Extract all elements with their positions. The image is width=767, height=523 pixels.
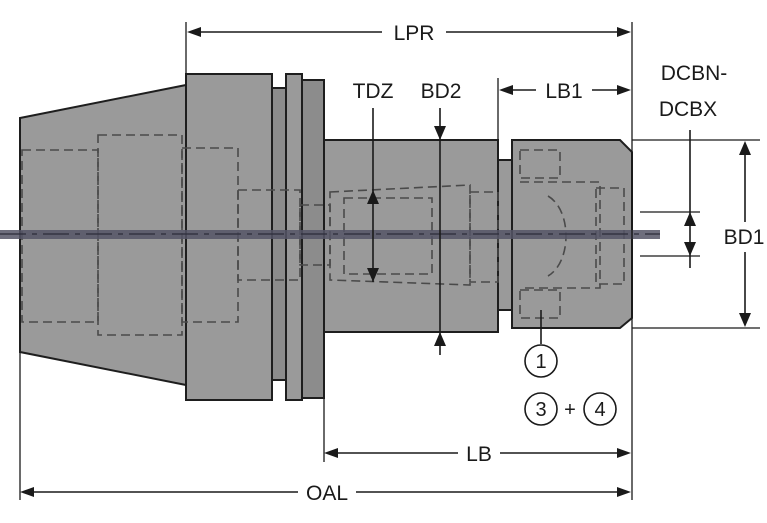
callout-item-3: 3 xyxy=(524,392,558,426)
extension-lines xyxy=(19,22,760,500)
dimension-lpr xyxy=(187,27,631,37)
label-bd2: BD2 xyxy=(421,80,462,103)
label-tdz: TDZ xyxy=(353,80,394,103)
callout-item-4-text: 4 xyxy=(594,399,605,421)
dimension-bd1 xyxy=(739,141,751,327)
dimension-lb xyxy=(324,448,631,458)
label-lb1: LB1 xyxy=(545,80,582,103)
center-axis-band xyxy=(0,230,660,239)
label-lb: LB xyxy=(466,443,492,466)
dimension-tdz xyxy=(367,108,379,282)
callout-item-3-text: 3 xyxy=(535,399,546,421)
callout-plus: + xyxy=(564,399,576,421)
label-bd1: BD1 xyxy=(724,226,765,249)
dimension-bd2 xyxy=(434,108,446,355)
label-oal: OAL xyxy=(306,482,348,505)
label-lpr: LPR xyxy=(394,22,435,45)
dimension-lb1 xyxy=(499,85,631,95)
label-dcbx: DCBX xyxy=(659,98,717,121)
callout-item-1: 1 xyxy=(524,344,558,378)
callout-item-1-text: 1 xyxy=(535,351,546,373)
callout-item-4: 4 xyxy=(583,392,617,426)
label-dcbn: DCBN- xyxy=(661,62,728,85)
dimension-oal xyxy=(20,487,631,497)
dimension-dcbn-dcbx xyxy=(684,130,696,268)
